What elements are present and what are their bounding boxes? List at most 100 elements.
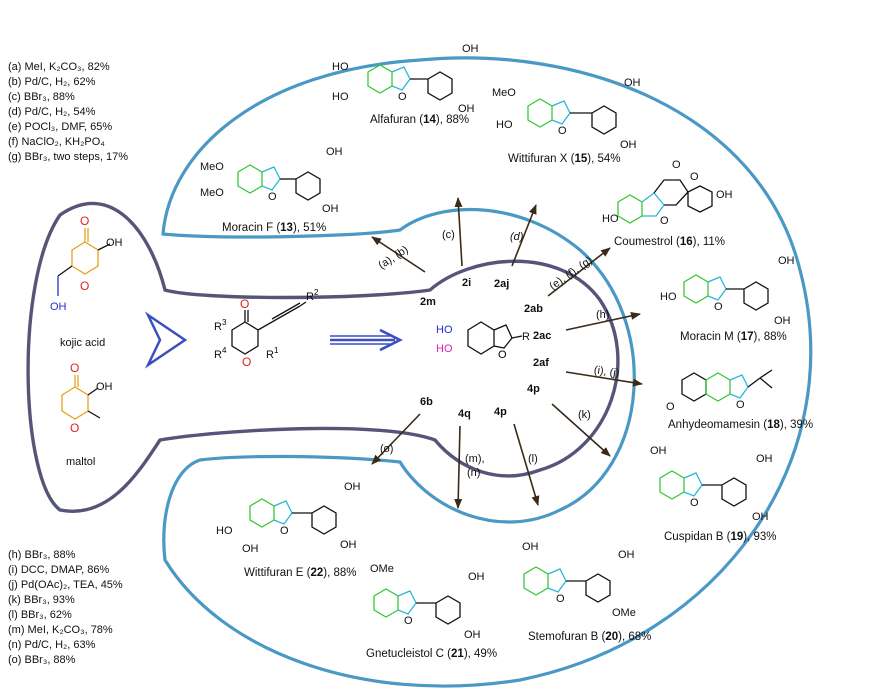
svg-text:(a) MeI, K₂CO₃, 82%: (a) MeI, K₂CO₃, 82% xyxy=(8,61,110,73)
svg-text:HO: HO xyxy=(332,91,349,103)
svg-text:Cuspidan B (19), 93%: Cuspidan B (19), 93% xyxy=(664,531,777,543)
product-cuspidan-b: OH O OH OH Cuspidan B (19), 93% xyxy=(650,445,777,543)
svg-text:OH: OH xyxy=(458,103,475,115)
svg-text:O: O xyxy=(404,615,413,627)
svg-text:OH: OH xyxy=(344,481,361,493)
product-moracin-m: HO O OH OH Moracin M (17), 88% xyxy=(660,255,795,343)
svg-text:O: O xyxy=(666,401,675,413)
product-stemofuran-b: OH O OH OMe Stemofuran B (20), 68% xyxy=(522,541,651,643)
svg-text:1: 1 xyxy=(274,346,279,355)
svg-text:O: O xyxy=(80,279,89,293)
svg-text:(h) BBr₃, 88%: (h) BBr₃, 88% xyxy=(8,549,76,561)
svg-text:2i: 2i xyxy=(462,277,471,289)
svg-text:OH: OH xyxy=(752,511,769,523)
svg-text:6b: 6b xyxy=(420,396,433,408)
svg-text:O: O xyxy=(70,421,79,435)
central-benzofuran: HO HO O R xyxy=(436,321,530,361)
svg-text:R: R xyxy=(266,349,274,361)
svg-text:(b) Pd/C, H₂, 62%: (b) Pd/C, H₂, 62% xyxy=(8,76,96,88)
open-arrow-right xyxy=(330,328,403,352)
svg-text:(n): (n) xyxy=(467,467,480,479)
product-alfafuran: HO HO O OH OH Alfafuran (14), 88% xyxy=(332,43,479,126)
svg-text:OH: OH xyxy=(624,77,641,89)
svg-text:(o): (o) xyxy=(380,443,393,455)
svg-text:R: R xyxy=(214,321,222,333)
reaction-arrows xyxy=(371,197,643,509)
conditions-top: (a) MeI, K₂CO₃, 82% (b) Pd/C, H₂, 62% (c… xyxy=(8,61,128,163)
svg-text:O: O xyxy=(80,214,89,228)
svg-text:(d) Pd/C, H₂, 54%: (d) Pd/C, H₂, 54% xyxy=(8,106,96,118)
svg-text:OH: OH xyxy=(468,571,485,583)
svg-text:4p: 4p xyxy=(527,383,540,395)
svg-text:OH: OH xyxy=(618,549,635,561)
svg-text:O: O xyxy=(660,215,669,227)
svg-text:MeO: MeO xyxy=(492,87,516,99)
svg-text:OH: OH xyxy=(326,146,343,158)
svg-text:O: O xyxy=(268,191,277,203)
svg-text:Alfafuran (14), 88%: Alfafuran (14), 88% xyxy=(370,114,469,126)
svg-text:HO: HO xyxy=(660,291,677,303)
svg-text:2: 2 xyxy=(314,288,319,297)
svg-text:OH: OH xyxy=(322,203,339,215)
svg-text:OH: OH xyxy=(106,237,123,249)
inner-bulb xyxy=(26,201,620,513)
svg-text:O: O xyxy=(70,361,79,375)
conditions-bottom: (h) BBr₃, 88% (i) DCC, DMAP, 86% (j) Pd(… xyxy=(8,549,123,666)
svg-text:4q: 4q xyxy=(458,408,471,420)
svg-text:2m: 2m xyxy=(420,296,436,308)
svg-text:Wittifuran X (15), 54%: Wittifuran X (15), 54% xyxy=(508,153,621,165)
svg-text:O: O xyxy=(690,497,699,509)
svg-text:OH: OH xyxy=(462,43,479,55)
product-wittifuran-e: HO OH O OH OH Wittifuran E (22), 88% xyxy=(216,481,361,579)
svg-text:(i), (j): (i), (j) xyxy=(593,364,620,379)
svg-text:O: O xyxy=(398,91,407,103)
kojic-acid-label: kojic acid xyxy=(60,337,105,349)
svg-text:HO: HO xyxy=(602,213,619,225)
svg-text:Moracin M (17), 88%: Moracin M (17), 88% xyxy=(680,331,787,343)
outer-ring xyxy=(161,56,813,688)
svg-text:4p: 4p xyxy=(494,406,507,418)
product-wittifuran-x: MeO HO O OH OH Wittifuran X (15), 54% xyxy=(492,77,641,165)
svg-text:Gnetucleistol C (21), 49%: Gnetucleistol C (21), 49% xyxy=(366,648,497,660)
svg-text:O: O xyxy=(714,301,723,313)
svg-text:Stemofuran B (20), 68%: Stemofuran B (20), 68% xyxy=(528,631,651,643)
svg-text:(k): (k) xyxy=(578,409,591,421)
product-anhydeomamesin: O O Anhydeomamesin (18), 39% xyxy=(666,369,813,431)
kojic-acid-structure: O OH O OH kojic acid xyxy=(50,214,123,349)
svg-text:(l) BBr₃, 62%: (l) BBr₃, 62% xyxy=(8,609,72,621)
svg-text:O: O xyxy=(240,297,249,311)
product-coumestrol: O HO O O OH Coumestrol (16), 11% xyxy=(602,159,733,248)
svg-text:O: O xyxy=(280,525,289,537)
product-gnetucleistol-c: OMe O OH OH Gnetucleistol C (21), 49% xyxy=(366,563,497,660)
svg-text:Moracin F (13), 51%: Moracin F (13), 51% xyxy=(222,222,326,234)
svg-text:2ac: 2ac xyxy=(533,330,551,342)
maltol-structure: O OH O maltol xyxy=(61,361,113,468)
svg-text:R: R xyxy=(522,331,530,343)
svg-text:R: R xyxy=(306,291,314,303)
svg-text:OH: OH xyxy=(96,381,113,393)
svg-text:O: O xyxy=(736,399,745,411)
svg-text:(f) NaClO₂, KH₂PO₄: (f) NaClO₂, KH₂PO₄ xyxy=(8,136,105,148)
svg-text:OH: OH xyxy=(620,139,637,151)
svg-text:OH: OH xyxy=(756,453,773,465)
svg-text:R: R xyxy=(214,349,222,361)
svg-text:OH: OH xyxy=(716,189,733,201)
svg-text:(k) BBr₃, 93%: (k) BBr₃, 93% xyxy=(8,594,75,606)
svg-text:OH: OH xyxy=(650,445,667,457)
svg-text:HO: HO xyxy=(496,119,513,131)
svg-text:OH: OH xyxy=(50,301,67,313)
svg-text:(h): (h) xyxy=(596,309,609,321)
svg-text:(c) BBr₃, 88%: (c) BBr₃, 88% xyxy=(8,91,75,103)
svg-text:Anhydeomamesin (18), 39%: Anhydeomamesin (18), 39% xyxy=(668,419,813,431)
svg-text:O: O xyxy=(672,159,681,171)
svg-text:OH: OH xyxy=(778,255,795,267)
svg-text:HO: HO xyxy=(332,61,349,73)
svg-text:Coumestrol (16), 11%: Coumestrol (16), 11% xyxy=(614,236,725,248)
open-arrow-left xyxy=(144,311,188,369)
svg-text:HO: HO xyxy=(436,343,453,355)
svg-text:2af: 2af xyxy=(533,357,549,369)
svg-text:(e) POCl₃, DMF, 65%: (e) POCl₃, DMF, 65% xyxy=(8,121,112,133)
svg-text:O: O xyxy=(690,171,699,183)
svg-text:HO: HO xyxy=(216,525,233,537)
svg-text:HO: HO xyxy=(436,324,453,336)
